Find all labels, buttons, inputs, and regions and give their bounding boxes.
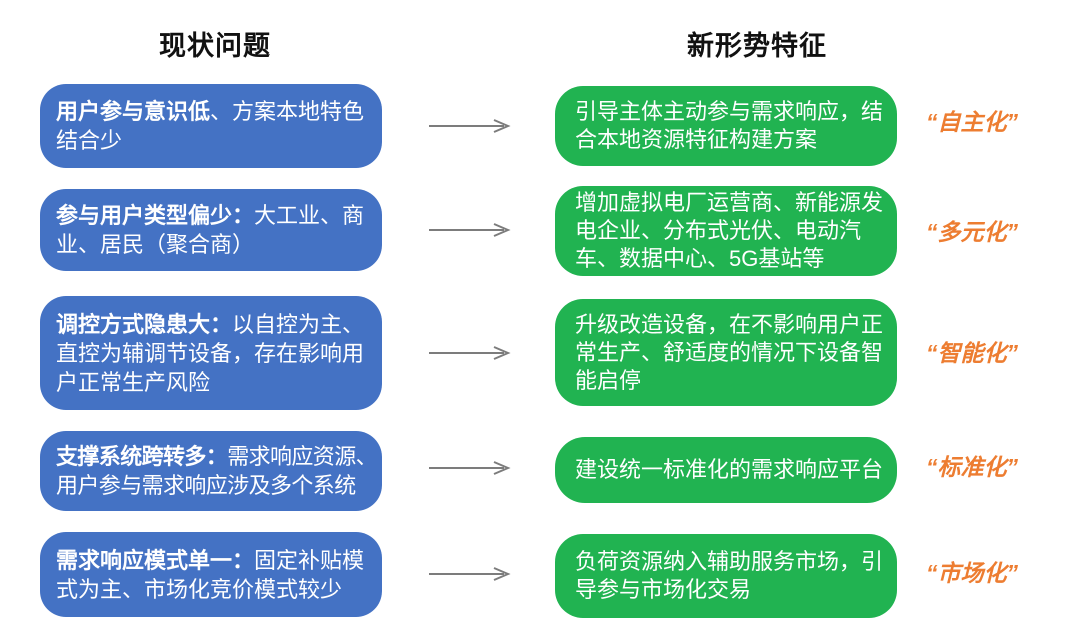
problem-box-4: 支撑系统跨转多：需求响应资源、用户参与需求响应涉及多个系统 (40, 431, 382, 511)
column-title-features: 新形势特征 (687, 31, 827, 61)
problem-text: 调控方式隐患大：以自控为主、直控为辅调节设备，存在影响用户正常生产风险 (56, 310, 368, 397)
problem-box-2: 参与用户类型偏少：大工业、商业、居民（聚合商） (40, 189, 382, 271)
keyword-label-2: “多元化” (926, 219, 1018, 245)
feature-box-1: 引导主体主动参与需求响应，结合本地资源特征构建方案 (555, 86, 897, 166)
feature-text: 增加虚拟电厂运营商、新能源发电企业、分布式光伏、电动汽车、数据中心、5G基站等 (575, 190, 884, 271)
problem-rest: 需求响应资源、用户参与需求响应涉及多个系统 (56, 444, 378, 498)
feature-text: 引导主体主动参与需求响应，结合本地资源特征构建方案 (575, 99, 884, 152)
arrow-icon (429, 346, 511, 360)
feature-text: 负荷资源纳入辅助服务市场，引导参与市场化交易 (575, 549, 884, 602)
problem-lead: 需求响应模式单一： (56, 547, 255, 573)
problem-box-3: 调控方式隐患大：以自控为主、直控为辅调节设备，存在影响用户正常生产风险 (40, 296, 382, 410)
problem-lead: 支撑系统跨转多： (56, 444, 228, 469)
keyword-label-4: “标准化” (926, 454, 1018, 480)
keyword-label-3: “智能化” (926, 340, 1018, 366)
problem-box-1: 用户参与意识低、方案本地特色结合少 (40, 84, 382, 168)
problem-rest: 固定补贴模式为主、市场化竞价模式较少 (56, 547, 365, 602)
problem-text: 支撑系统跨转多：需求响应资源、用户参与需求响应涉及多个系统 (56, 442, 380, 500)
problem-text: 需求响应模式单一：固定补贴模式为主、市场化竞价模式较少 (56, 546, 368, 604)
feature-box-4: 建设统一标准化的需求响应平台 (555, 437, 897, 503)
keyword-label-1: “自主化” (926, 109, 1018, 135)
problem-text: 参与用户类型偏少：大工业、商业、居民（聚合商） (56, 201, 368, 259)
keyword-label-5: “市场化” (926, 560, 1018, 586)
problem-text: 用户参与意识低、方案本地特色结合少 (56, 97, 368, 155)
problem-rest: 大工业、商业、居民（聚合商） (56, 203, 365, 257)
problem-rest: 、方案本地特色结合少 (56, 99, 365, 153)
problem-lead: 调控方式隐患大： (56, 311, 233, 337)
arrow-icon (429, 119, 511, 133)
feature-box-2: 增加虚拟电厂运营商、新能源发电企业、分布式光伏、电动汽车、数据中心、5G基站等 (555, 186, 897, 276)
feature-text: 建设统一标准化的需求响应平台 (575, 457, 884, 482)
problem-lead: 用户参与意识低 (56, 99, 211, 124)
problem-box-5: 需求响应模式单一：固定补贴模式为主、市场化竞价模式较少 (40, 532, 382, 617)
problem-lead: 参与用户类型偏少： (56, 203, 255, 228)
feature-box-3: 升级改造设备，在不影响用户正常生产、舒适度的情况下设备智能启停 (555, 299, 897, 406)
feature-box-5: 负荷资源纳入辅助服务市场，引导参与市场化交易 (555, 534, 897, 618)
column-title-problems: 现状问题 (159, 31, 271, 61)
problem-rest: 以自控为主、直控为辅调节设备，存在影响用户正常生产风险 (56, 311, 365, 395)
feature-text: 升级改造设备，在不影响用户正常生产、舒适度的情况下设备智能启停 (575, 311, 884, 393)
arrow-icon (429, 461, 511, 475)
arrow-icon (429, 567, 511, 581)
arrow-icon (429, 223, 511, 237)
